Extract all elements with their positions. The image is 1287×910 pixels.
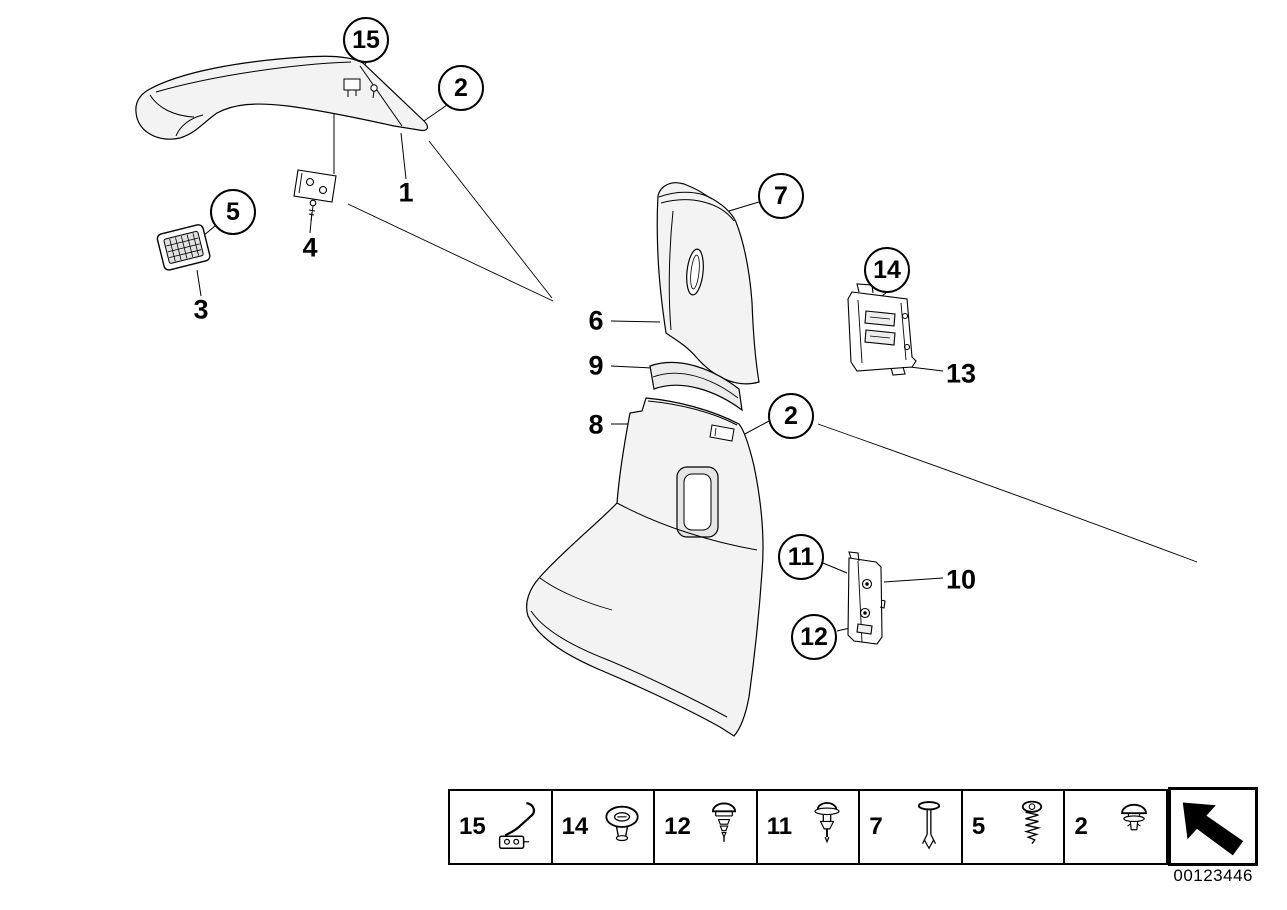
legend-cell-7[interactable]: 7 [860,791,963,863]
callout-number: 7 [774,181,788,210]
legend-cell-11[interactable]: 11 [758,791,861,863]
part-label-10[interactable]: 10 [945,564,977,595]
grommet-icon [604,805,639,842]
part-label-8[interactable]: 8 [588,409,604,440]
callout-circle-7[interactable]: 7 [758,173,804,219]
legend-number: 11 [766,813,793,840]
bracket-part4 [293,169,337,222]
callout-number: 2 [454,73,468,102]
b-pillar-upper-trim-part6 [656,182,760,385]
callout-number: 2 [784,401,798,430]
callout-circle-5[interactable]: 5 [210,189,256,235]
callout-number: 11 [787,542,815,571]
legend-number: 15 [459,813,486,840]
part-label-9[interactable]: 9 [588,350,604,381]
part-label-1[interactable]: 1 [398,177,414,208]
part-label-13[interactable]: 13 [945,358,977,389]
callout-number: 12 [800,622,828,651]
legend-number: 14 [561,813,589,840]
callout-number: 5 [226,197,240,226]
legend-cell-14[interactable]: 14 [553,791,656,863]
part-label-4[interactable]: 4 [302,232,318,263]
legend-number: 12 [664,813,691,840]
figure-number: 00123446 [1173,866,1253,885]
legend-number: 5 [971,813,986,840]
small-bracket-part10 [847,551,886,645]
expansion-rivet-icon [814,802,840,844]
callout-number: 15 [352,25,380,54]
continue-arrow-icon [1182,801,1244,855]
plug-rivet-icon [712,802,737,842]
a-pillar-trim-part1 [135,55,429,140]
legend-cell-2[interactable]: 2 [1065,791,1166,863]
reference-lines [347,140,1198,563]
legend-cell-5[interactable]: 5 [963,791,1066,863]
continue-arrow-cell[interactable] [1168,787,1258,866]
trim-clip-icon [1121,803,1148,831]
callout-circle-14[interactable]: 14 [864,247,910,293]
gasket-strip-part9 [649,361,743,412]
leader-lines [196,62,944,632]
legend-cell-15[interactable]: 15 [450,791,553,863]
fastener-legend-table: 15 14 [448,789,1168,865]
pin-rivet-icon [918,801,941,850]
part-label-6[interactable]: 6 [588,305,604,336]
callout-circle-15[interactable]: 15 [343,17,389,63]
callout-circle-11[interactable]: 11 [778,534,824,580]
callout-circle-12[interactable]: 12 [791,614,837,660]
grille-part3 [156,224,211,271]
callout-number: 14 [873,255,901,284]
callout-circle-2b[interactable]: 2 [768,393,814,439]
legend-cell-12[interactable]: 12 [655,791,758,863]
legend-number: 2 [1074,813,1088,840]
callout-circle-2a[interactable]: 2 [438,65,484,111]
hook-clip-icon [498,801,536,849]
clip-detail-part15 [343,78,378,99]
screw-icon [1021,800,1043,845]
legend-number: 7 [869,813,883,840]
b-pillar-lower-trim-part8 [526,397,764,737]
part-label-3[interactable]: 3 [193,294,209,325]
mounting-bracket-part13 [847,283,917,376]
